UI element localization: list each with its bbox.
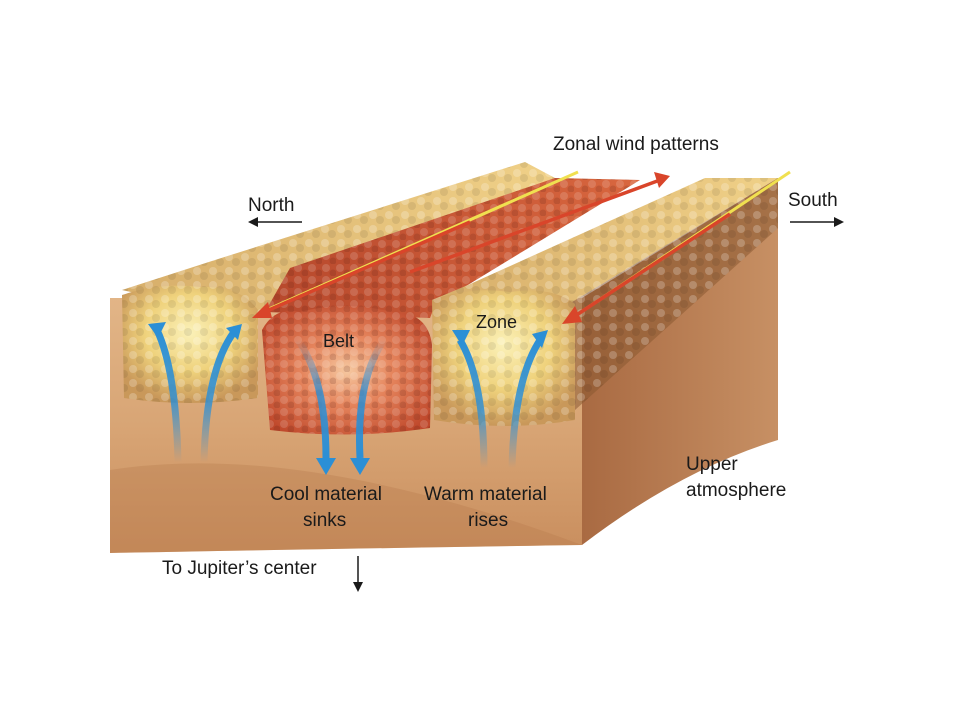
upper-atmosphere-label: Upper bbox=[686, 454, 738, 475]
block-shading bbox=[110, 463, 582, 553]
center-arrowhead bbox=[353, 582, 363, 592]
sink-arrow-right bbox=[356, 337, 387, 459]
upper-atmosphere-label-line2: atmosphere bbox=[686, 480, 786, 501]
north-zone-cloud-band bbox=[122, 162, 555, 403]
wind-arrowhead-north bbox=[252, 302, 272, 318]
cool-material-label-line2: sinks bbox=[303, 510, 346, 531]
rise-arrowhead-north-right bbox=[226, 324, 242, 340]
wind-arrowhead-south bbox=[562, 306, 582, 324]
sink-arrowhead-right bbox=[350, 458, 370, 475]
wind-arrow-south bbox=[571, 212, 731, 320]
rise-arrow-north-left bbox=[153, 328, 182, 463]
south-label: South bbox=[788, 190, 838, 211]
wind-arrow-north bbox=[261, 220, 471, 315]
zonal-wind-label: Zonal wind patterns bbox=[553, 134, 719, 155]
wind-arrow-belt bbox=[409, 178, 661, 274]
north-label: North bbox=[248, 195, 294, 216]
rise-arrow-south-left bbox=[456, 338, 488, 469]
south-arrowhead bbox=[834, 217, 844, 227]
direction-indicators bbox=[248, 217, 844, 592]
warm-material-label: Warm material bbox=[424, 484, 547, 505]
south-zone-cloud-band bbox=[432, 178, 778, 426]
cool-material-label: Cool material bbox=[270, 484, 382, 505]
wind-arrowhead-belt bbox=[654, 172, 670, 188]
rise-arrowhead-north-left bbox=[148, 322, 166, 338]
convection-arrows bbox=[148, 322, 548, 475]
zonal-wind-arrows bbox=[252, 170, 791, 324]
north-arrowhead bbox=[248, 217, 258, 227]
jupiter-center-label: To Jupiter’s center bbox=[162, 558, 317, 579]
belt-label: Belt bbox=[323, 331, 354, 351]
rise-arrow-north-right bbox=[200, 329, 237, 463]
zone-label: Zone bbox=[476, 312, 517, 332]
warm-material-label-line2: rises bbox=[468, 510, 508, 531]
rise-arrow-south-right bbox=[508, 338, 543, 469]
belt-cloud-band bbox=[262, 178, 640, 435]
rise-arrowhead-south-right bbox=[532, 330, 548, 348]
diagram-labels: Zonal wind patterns North South Belt Zon… bbox=[162, 134, 838, 579]
sink-arrow-left bbox=[295, 337, 330, 459]
sink-arrowhead-left bbox=[316, 458, 336, 475]
rise-arrowhead-south-left bbox=[452, 330, 470, 346]
